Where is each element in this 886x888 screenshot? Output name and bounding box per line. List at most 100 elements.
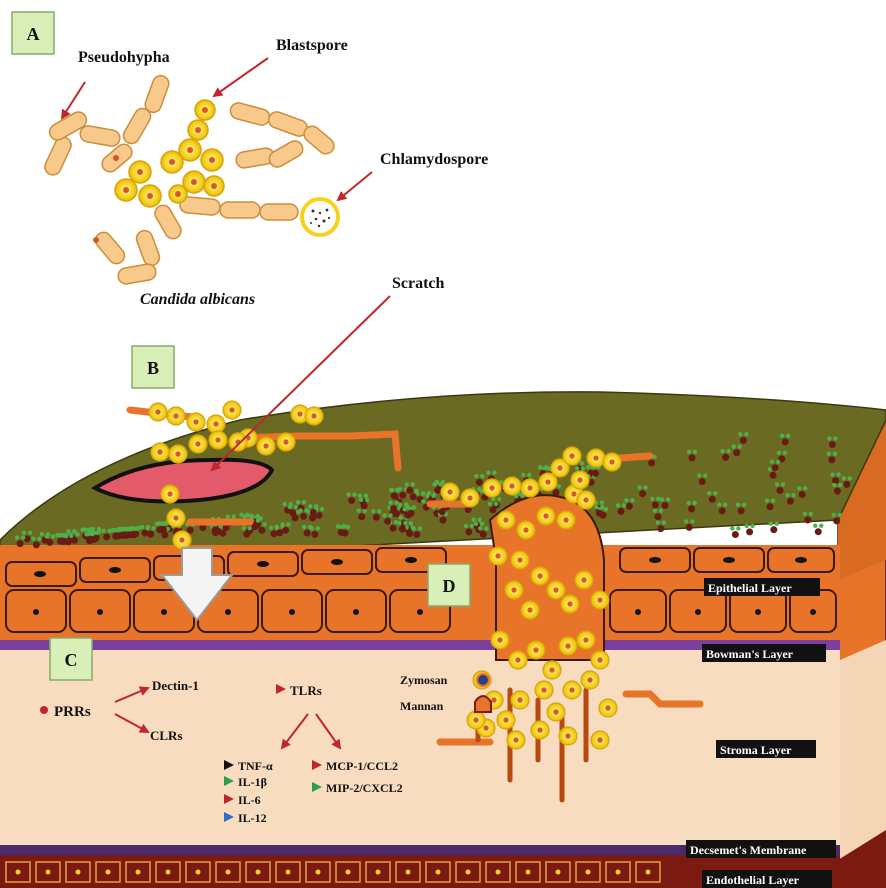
panel-b-label: B: [147, 358, 159, 378]
species-label: Candida albicans: [140, 291, 255, 308]
scratch-label: Scratch: [392, 275, 445, 292]
panel-d-box: D: [428, 564, 470, 606]
prrs-bullet: [40, 706, 48, 714]
yeast-cell: [161, 485, 179, 503]
yeast-cell: [507, 731, 525, 749]
blastspore-label: Blastspore: [276, 37, 348, 54]
yeast-cell: [509, 651, 527, 669]
endothelial-tag: Endothelial Layer: [702, 870, 832, 888]
yeast-cell: [187, 413, 205, 431]
tlrs-label: TLRs: [290, 683, 322, 698]
zymosan-marker: [477, 674, 489, 686]
prrs-label: PRRs: [54, 704, 91, 720]
yeast-cell: [467, 711, 485, 729]
yeast-cell: [491, 631, 509, 649]
yeast-cell: [151, 443, 169, 461]
yeast-cell: [189, 435, 207, 453]
yeast-cell: [521, 601, 539, 619]
il1b-label: IL-1β: [238, 775, 267, 789]
yeast-cell: [571, 471, 589, 489]
yeast-cell: [497, 711, 515, 729]
yeast-cell: [591, 651, 609, 669]
yeast-cell: [209, 431, 227, 449]
tnf-label: TNF-α: [238, 759, 273, 773]
microvillus: [813, 524, 823, 536]
mannan-marker: [475, 696, 491, 712]
yeast-cell: [591, 591, 609, 609]
yeast-cell: [575, 571, 593, 589]
stroma-label: Stroma Layer: [720, 743, 792, 757]
yeast-cell: [531, 721, 549, 739]
yeast-cell: [277, 433, 295, 451]
yeast-cell: [489, 547, 507, 565]
yeast-cell: [167, 509, 185, 527]
yeast-cell: [535, 681, 553, 699]
yeast-cell: [229, 433, 247, 451]
yeast-cell: [559, 637, 577, 655]
chlamydospore-label: Chlamydospore: [380, 151, 488, 168]
yeast-cell: [543, 661, 561, 679]
yeast-cell: [587, 449, 605, 467]
yeast-cell: [207, 415, 225, 433]
yeast-cell: [603, 453, 621, 471]
epithelial-label: Epithelial Layer: [708, 581, 792, 595]
il12-label: IL-12: [238, 811, 267, 825]
yeast-cell: [561, 595, 579, 613]
yeast-cell: [149, 403, 167, 421]
yeast-cell: [557, 511, 575, 529]
yeast-cell: [537, 507, 555, 525]
yeast-cell: [441, 483, 459, 501]
yeast-cell: [547, 703, 565, 721]
candida-morphology-group: [42, 73, 338, 285]
yeast-cell: [483, 479, 501, 497]
dectin1-label: Dectin-1: [152, 678, 199, 693]
chlamydospore-cell: [302, 199, 338, 235]
pseudohypha-label: Pseudohypha: [78, 49, 170, 66]
bowmans-tag: Bowman's Layer: [702, 644, 826, 662]
il6-label: IL-6: [238, 793, 261, 807]
yeast-cell: [531, 567, 549, 585]
yeast-cell: [577, 631, 595, 649]
yeast-cell: [505, 581, 523, 599]
yeast-cell: [599, 699, 617, 717]
yeast-cell: [559, 727, 577, 745]
yeast-cell: [563, 681, 581, 699]
yeast-cell: [517, 521, 535, 539]
mannan-label: Mannan: [400, 699, 444, 713]
yeast-cell: [527, 641, 545, 659]
mcp1-label: MCP-1/CCL2: [326, 759, 398, 773]
yeast-cell: [461, 489, 479, 507]
yeast-cell: [167, 407, 185, 425]
stroma-tag: Stroma Layer: [716, 740, 816, 758]
panel-c-label: C: [65, 650, 78, 670]
panel-a-box: A: [12, 12, 54, 54]
bowmans-label: Bowman's Layer: [706, 647, 794, 661]
panel-d-label: D: [443, 576, 456, 596]
yeast-cell: [497, 511, 515, 529]
yeast-cell: [521, 479, 539, 497]
yeast-cell: [257, 437, 275, 455]
descemets-label: Decsemet's Membrane: [690, 843, 807, 857]
yeast-cell: [577, 491, 595, 509]
yeast-cell: [305, 407, 323, 425]
descemets-tag: Decsemet's Membrane: [686, 840, 836, 858]
panel-c-box: C: [50, 638, 92, 680]
clrs-label: CLRs: [150, 728, 183, 743]
yeast-cell: [591, 731, 609, 749]
yeast-cell: [173, 531, 191, 549]
zymosan-label: Zymosan: [400, 673, 448, 687]
yeast-cell: [503, 477, 521, 495]
microvillus: [730, 526, 740, 538]
epithelial-tag: Epithelial Layer: [704, 578, 820, 596]
yeast-cell: [223, 401, 241, 419]
yeast-cell: [581, 671, 599, 689]
panel-b-box: B: [132, 346, 174, 388]
yeast-cell: [547, 581, 565, 599]
panel-a-label: A: [27, 24, 40, 44]
endothelial-label: Endothelial Layer: [706, 873, 800, 887]
yeast-cell: [511, 551, 529, 569]
yeast-cell: [563, 447, 581, 465]
yeast-cell: [169, 445, 187, 463]
